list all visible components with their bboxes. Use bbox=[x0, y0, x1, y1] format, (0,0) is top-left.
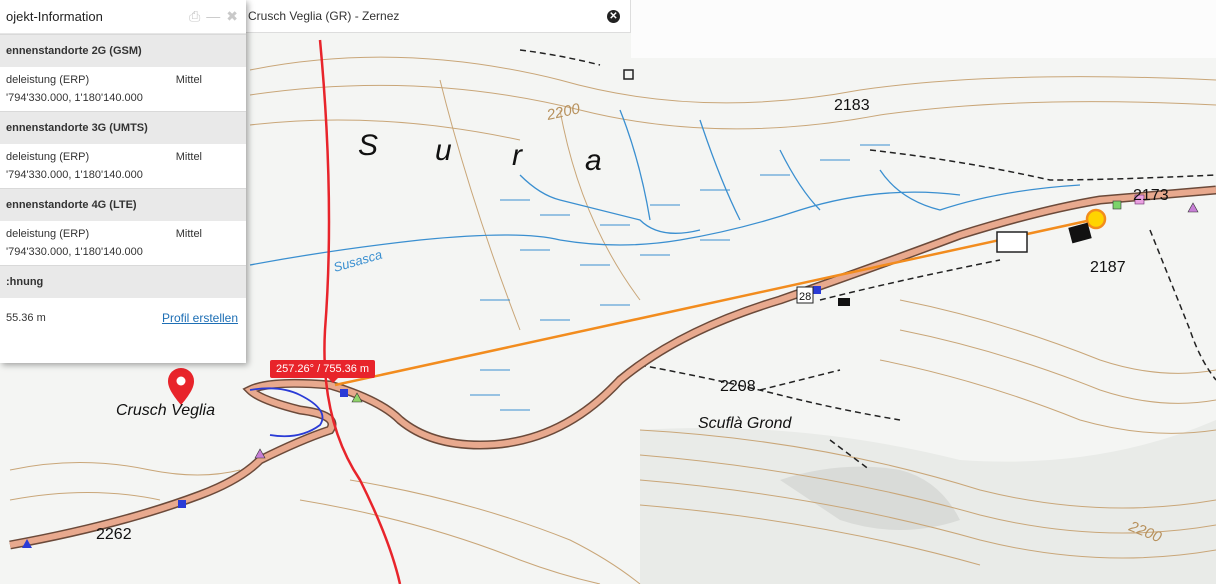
elevation-label: 2187 bbox=[1090, 259, 1126, 276]
road bbox=[9, 187, 1216, 548]
panel-header: ojekt-Information ⎙ — ✖ bbox=[0, 0, 246, 34]
triangle-marker-icon bbox=[254, 448, 266, 459]
row-value: Mittel bbox=[175, 74, 202, 86]
close-icon[interactable]: ✖ bbox=[226, 8, 238, 24]
measure-line bbox=[334, 217, 1097, 387]
row-label: deleistung (ERP) bbox=[6, 74, 90, 86]
section-3g: ennenstandorte 3G (UMTS) deleistung (ERP… bbox=[0, 111, 246, 184]
bus-stop-icon bbox=[178, 500, 186, 508]
elevation-label: 2208 bbox=[720, 378, 756, 395]
triangle-marker-icon bbox=[351, 392, 363, 403]
coords-row: '794'330.000, 1'180'140.000 bbox=[6, 92, 143, 104]
info-row: deleistung (ERP) Mittel bbox=[0, 148, 246, 166]
section-4g: ennenstandorte 4G (LTE) deleistung (ERP)… bbox=[0, 188, 246, 261]
row-label: deleistung (ERP) bbox=[6, 151, 90, 163]
bus-stop-icon bbox=[813, 286, 821, 294]
triangle-marker-icon bbox=[1187, 202, 1199, 213]
building bbox=[1068, 222, 1092, 244]
info-row: deleistung (ERP) Mittel bbox=[0, 225, 246, 243]
coords-row: '794'330.000, 1'180'140.000 bbox=[6, 169, 143, 181]
info-panel: ojekt-Information ⎙ — ✖ ennenstandorte 2… bbox=[0, 0, 246, 363]
road-number-label: 28 bbox=[799, 291, 811, 303]
row-value: Mittel bbox=[175, 228, 202, 240]
contour-lines bbox=[9, 56, 1216, 584]
elevation-label: 2183 bbox=[834, 97, 870, 114]
row-label: deleistung (ERP) bbox=[6, 228, 90, 240]
distance-row: 55.36 m Profil erstellen bbox=[0, 298, 246, 338]
create-profile-link[interactable]: Profil erstellen bbox=[161, 311, 238, 325]
measure-tooltip: 257.26° / 755.36 m bbox=[270, 360, 376, 383]
distance-value: 55.36 m bbox=[6, 312, 46, 324]
locality-label: Scuflà Grond bbox=[698, 415, 792, 432]
elevation-label: 2262 bbox=[96, 526, 132, 543]
measure-end-point[interactable] bbox=[1085, 208, 1107, 230]
row-value: Mittel bbox=[175, 151, 202, 163]
marsh-area bbox=[470, 144, 890, 411]
section-title: ennenstandorte 2G (GSM) bbox=[0, 34, 246, 67]
top-strip bbox=[631, 0, 1216, 58]
contour-label: 2200 bbox=[544, 100, 582, 124]
hiking-trail bbox=[249, 387, 324, 438]
region-letter: u bbox=[435, 134, 452, 167]
panel-tools: ⎙ — ✖ bbox=[189, 8, 238, 25]
clear-search-button[interactable]: ✕ bbox=[607, 9, 620, 23]
elevation-label: 2173 bbox=[1133, 187, 1169, 204]
minimize-icon[interactable]: — bbox=[206, 8, 221, 24]
building-outline bbox=[996, 231, 1028, 253]
search-bar[interactable]: Crusch Veglia (GR) - Zernez ✕ bbox=[246, 0, 631, 33]
road-number-box bbox=[796, 286, 814, 304]
info-row: deleistung (ERP) Mittel bbox=[0, 71, 246, 89]
coords-row: '794'330.000, 1'180'140.000 bbox=[6, 246, 143, 258]
region-letter: r bbox=[512, 139, 523, 172]
place-label: Crusch Veglia bbox=[116, 402, 215, 419]
bus-stop-icon bbox=[340, 389, 348, 397]
location-marker-icon[interactable] bbox=[168, 368, 194, 405]
rock-area bbox=[780, 466, 960, 530]
section-2g: ennenstandorte 2G (GSM) deleistung (ERP)… bbox=[0, 34, 246, 107]
building bbox=[838, 298, 850, 306]
footpaths bbox=[519, 49, 1216, 471]
printer-icon[interactable]: ⎙ bbox=[189, 8, 201, 24]
streams bbox=[249, 109, 1081, 266]
section-title: :hnung bbox=[0, 265, 246, 298]
section-distance: :hnung 55.36 m Profil erstellen bbox=[0, 265, 246, 338]
triangle-marker-icon bbox=[22, 539, 32, 548]
section-title: ennenstandorte 3G (UMTS) bbox=[0, 111, 246, 144]
search-input[interactable]: Crusch Veglia (GR) - Zernez bbox=[248, 9, 400, 23]
panel-title: ojekt-Information bbox=[6, 9, 103, 24]
region-letter: a bbox=[585, 144, 602, 177]
chapel-icon bbox=[1134, 194, 1145, 205]
region-letter: S bbox=[358, 129, 378, 162]
section-title: ennenstandorte 4G (LTE) bbox=[0, 188, 246, 221]
small-building-outline bbox=[623, 69, 634, 80]
square-marker-icon bbox=[1112, 200, 1122, 210]
